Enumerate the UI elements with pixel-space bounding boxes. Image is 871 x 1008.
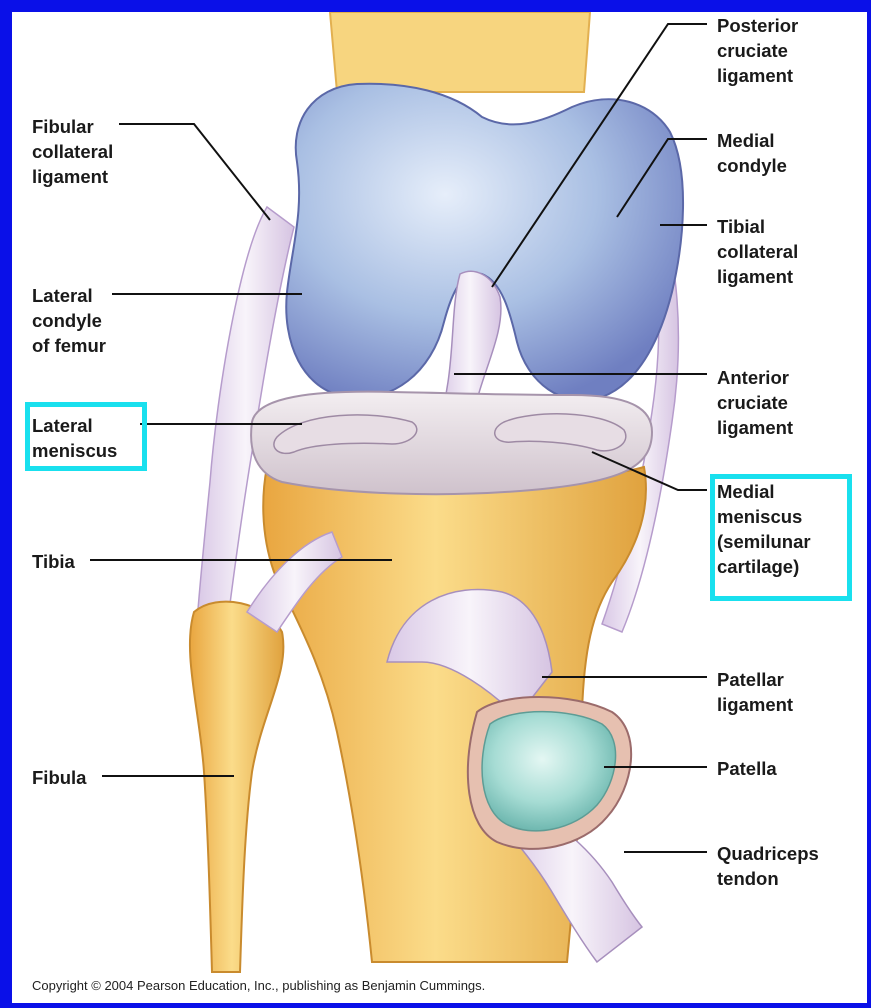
diagram-frame: Fibular collateral ligament Lateral cond… xyxy=(12,12,867,1003)
label-fibula: Fibula xyxy=(32,765,86,790)
label-fibular-collateral-ligament: Fibular collateral ligament xyxy=(32,114,113,189)
label-medial-condyle: Medial condyle xyxy=(717,128,787,178)
label-patella: Patella xyxy=(717,756,777,781)
highlight-box-lateral-meniscus xyxy=(25,402,147,471)
label-patellar-ligament: Patellar ligament xyxy=(717,667,793,717)
femur-shaft xyxy=(330,12,590,92)
label-tibia: Tibia xyxy=(32,549,75,574)
label-posterior-cruciate-ligament: Posterior cruciate ligament xyxy=(717,13,798,88)
label-tibial-collateral-ligament: Tibial collateral ligament xyxy=(717,214,798,289)
label-anterior-cruciate-ligament: Anterior cruciate ligament xyxy=(717,365,793,440)
highlight-box-medial-meniscus xyxy=(710,474,852,601)
fibula-shape xyxy=(190,602,283,972)
copyright-notice: Copyright © 2004 Pearson Education, Inc.… xyxy=(32,978,485,993)
label-lateral-condyle-of-femur: Lateral condyle of femur xyxy=(32,283,106,358)
label-quadriceps-tendon: Quadriceps tendon xyxy=(717,841,819,891)
